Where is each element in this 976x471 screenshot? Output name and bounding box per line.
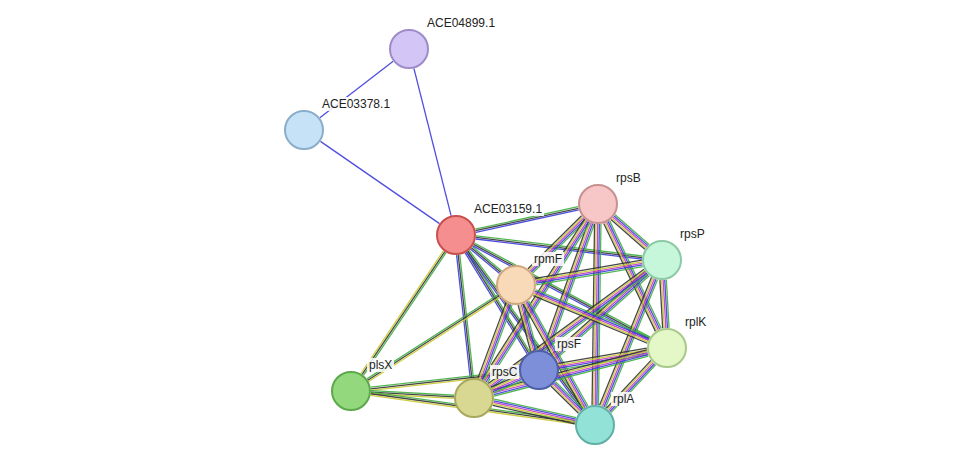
evidence-line — [610, 364, 655, 412]
interaction-edge — [606, 360, 655, 412]
evidence-line — [493, 379, 521, 391]
protein-node: rpsB — [578, 184, 618, 224]
evidence-line — [552, 385, 579, 412]
protein-node: ACE03378.1 — [284, 110, 324, 150]
evidence-line — [660, 280, 663, 328]
evidence-line — [615, 215, 649, 245]
protein-node: ACE03159.1 — [436, 215, 476, 255]
evidence-line — [494, 401, 576, 419]
evidence-line — [536, 290, 650, 338]
evidence-line — [493, 404, 575, 422]
evidence-line — [533, 296, 647, 344]
node-label: rpsC — [490, 365, 519, 379]
evidence-line — [361, 251, 444, 374]
protein-node: rpmF — [496, 265, 536, 305]
evidence-line — [414, 68, 451, 215]
interaction-edge — [533, 290, 650, 344]
evidence-line — [553, 384, 580, 411]
evidence-line — [609, 363, 654, 411]
evidence-line — [367, 294, 498, 378]
protein-node: rplK — [647, 328, 687, 368]
interaction-edge — [414, 68, 451, 215]
interaction-edge — [551, 382, 583, 414]
node-label: rplK — [683, 315, 708, 329]
node-label: rplA — [611, 392, 636, 406]
evidence-line — [551, 386, 578, 413]
protein-node: rplA — [575, 405, 615, 445]
protein-node: rpsF — [519, 350, 559, 390]
evidence-line — [534, 293, 648, 341]
interaction-edge — [320, 61, 393, 118]
evidence-line — [320, 61, 393, 118]
interaction-edge — [660, 280, 669, 328]
interaction-edge — [493, 399, 576, 424]
node-label: rpmF — [532, 252, 564, 266]
evidence-line — [492, 378, 520, 390]
interaction-edge — [528, 216, 586, 273]
interaction-edge — [367, 294, 500, 381]
evidence-line — [605, 223, 657, 331]
evidence-line — [555, 275, 648, 358]
evidence-line — [534, 294, 648, 342]
evidence-line — [494, 402, 576, 420]
protein-node: ACE04899.1 — [389, 29, 429, 69]
evidence-line — [536, 263, 643, 281]
interaction-edge — [320, 141, 439, 223]
node-label: plsX — [367, 358, 394, 372]
evidence-line — [607, 362, 652, 410]
evidence-line — [554, 383, 581, 410]
protein-node: plsX — [331, 371, 371, 411]
node-label: ACE04899.1 — [425, 16, 497, 30]
evidence-line — [320, 141, 439, 223]
evidence-line — [606, 360, 651, 408]
evidence-line — [493, 405, 575, 423]
evidence-line — [536, 265, 643, 283]
evidence-line — [494, 381, 522, 393]
evidence-line — [535, 291, 649, 339]
protein-node: rpsC — [454, 378, 494, 418]
evidence-line — [611, 365, 656, 413]
node-label: rpsF — [555, 337, 583, 351]
node-label: rpsB — [614, 171, 643, 185]
node-label: ACE03159.1 — [472, 202, 544, 216]
node-label: rpsP — [678, 227, 707, 241]
protein-node: rpsP — [642, 240, 682, 280]
node-label: ACE03378.1 — [320, 97, 392, 111]
evidence-line — [368, 296, 499, 380]
